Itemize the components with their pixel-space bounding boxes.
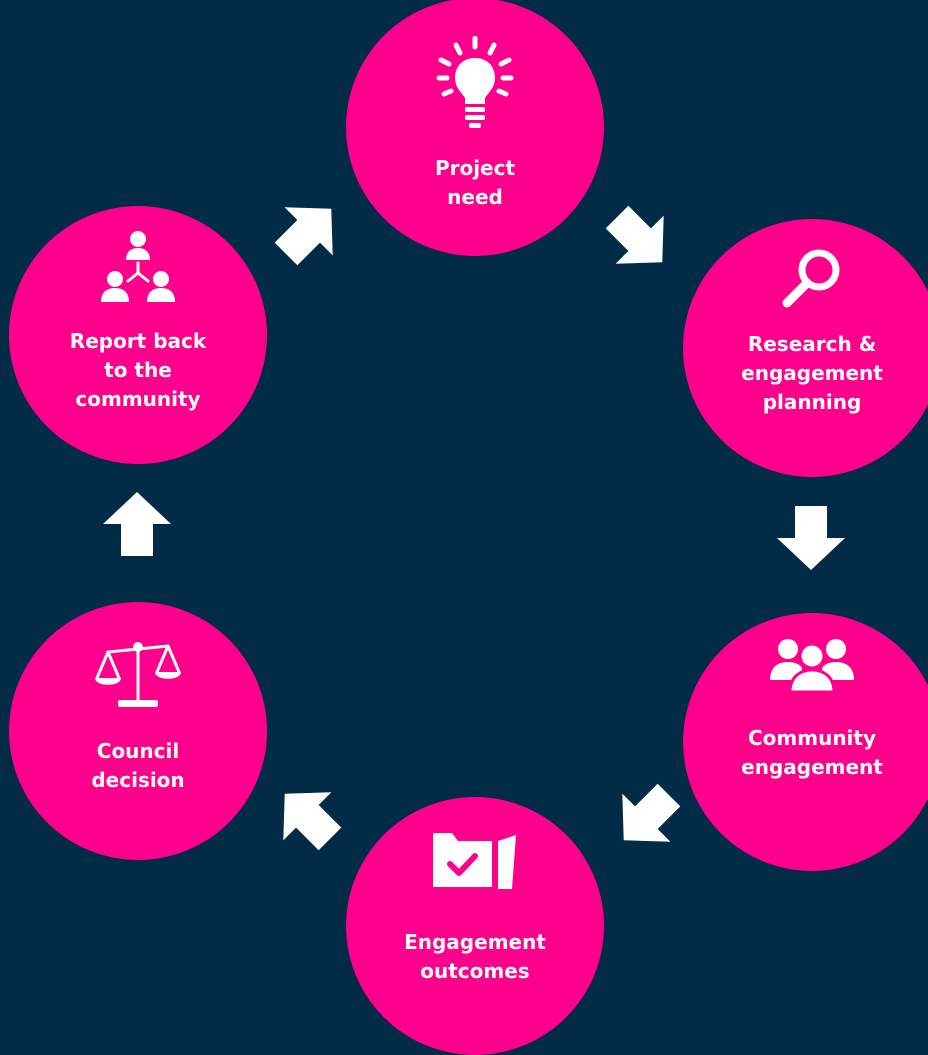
label-line: decision xyxy=(91,768,185,792)
arrow-community-to-outcomes xyxy=(622,783,681,842)
node-label: Report back to the community xyxy=(23,327,253,414)
label-line: Report back xyxy=(69,329,207,353)
node-label: Engagement outcomes xyxy=(360,928,590,986)
node-label: Project need xyxy=(360,154,590,212)
node-label: Community engagement xyxy=(697,724,927,782)
arrow-council-to-report xyxy=(103,492,171,556)
lightbulb-icon xyxy=(436,36,514,128)
label-line: Project xyxy=(434,156,516,180)
arrow-report-to-project-need xyxy=(274,207,333,266)
folder-check-icon xyxy=(433,833,516,889)
label-line: Community xyxy=(747,726,877,750)
label-line: planning xyxy=(762,390,862,414)
arrow-project-need-to-research xyxy=(605,205,664,264)
people-hierarchy-icon xyxy=(101,231,175,302)
label-line: outcomes xyxy=(420,959,530,983)
node-community-engagement: Community engagement xyxy=(683,613,928,871)
node-council-decision: Council decision xyxy=(9,602,267,860)
node-label: Council decision xyxy=(23,737,253,795)
node-label: Research & engagement planning xyxy=(697,330,927,417)
scales-icon xyxy=(95,642,181,707)
label-line: Council xyxy=(96,739,180,763)
label-line: to the xyxy=(104,358,172,382)
group-of-people-icon xyxy=(770,639,854,692)
label-line: engagement xyxy=(741,755,883,779)
label-line: Engagement xyxy=(404,930,546,954)
node-project-need: Project need xyxy=(346,0,604,256)
node-engagement-outcomes: Engagement outcomes xyxy=(346,797,604,1055)
label-line: engagement xyxy=(741,361,883,385)
label-line: community xyxy=(75,387,201,411)
arrow-outcomes-to-council xyxy=(283,792,342,851)
magnifying-glass-icon xyxy=(782,249,840,308)
node-report-back: Report back to the community xyxy=(9,206,267,464)
node-research-engagement-planning: Research & engagement planning xyxy=(683,219,928,477)
label-line: Research & xyxy=(747,332,877,356)
label-line: need xyxy=(447,185,503,209)
arrow-research-to-community xyxy=(777,506,845,570)
